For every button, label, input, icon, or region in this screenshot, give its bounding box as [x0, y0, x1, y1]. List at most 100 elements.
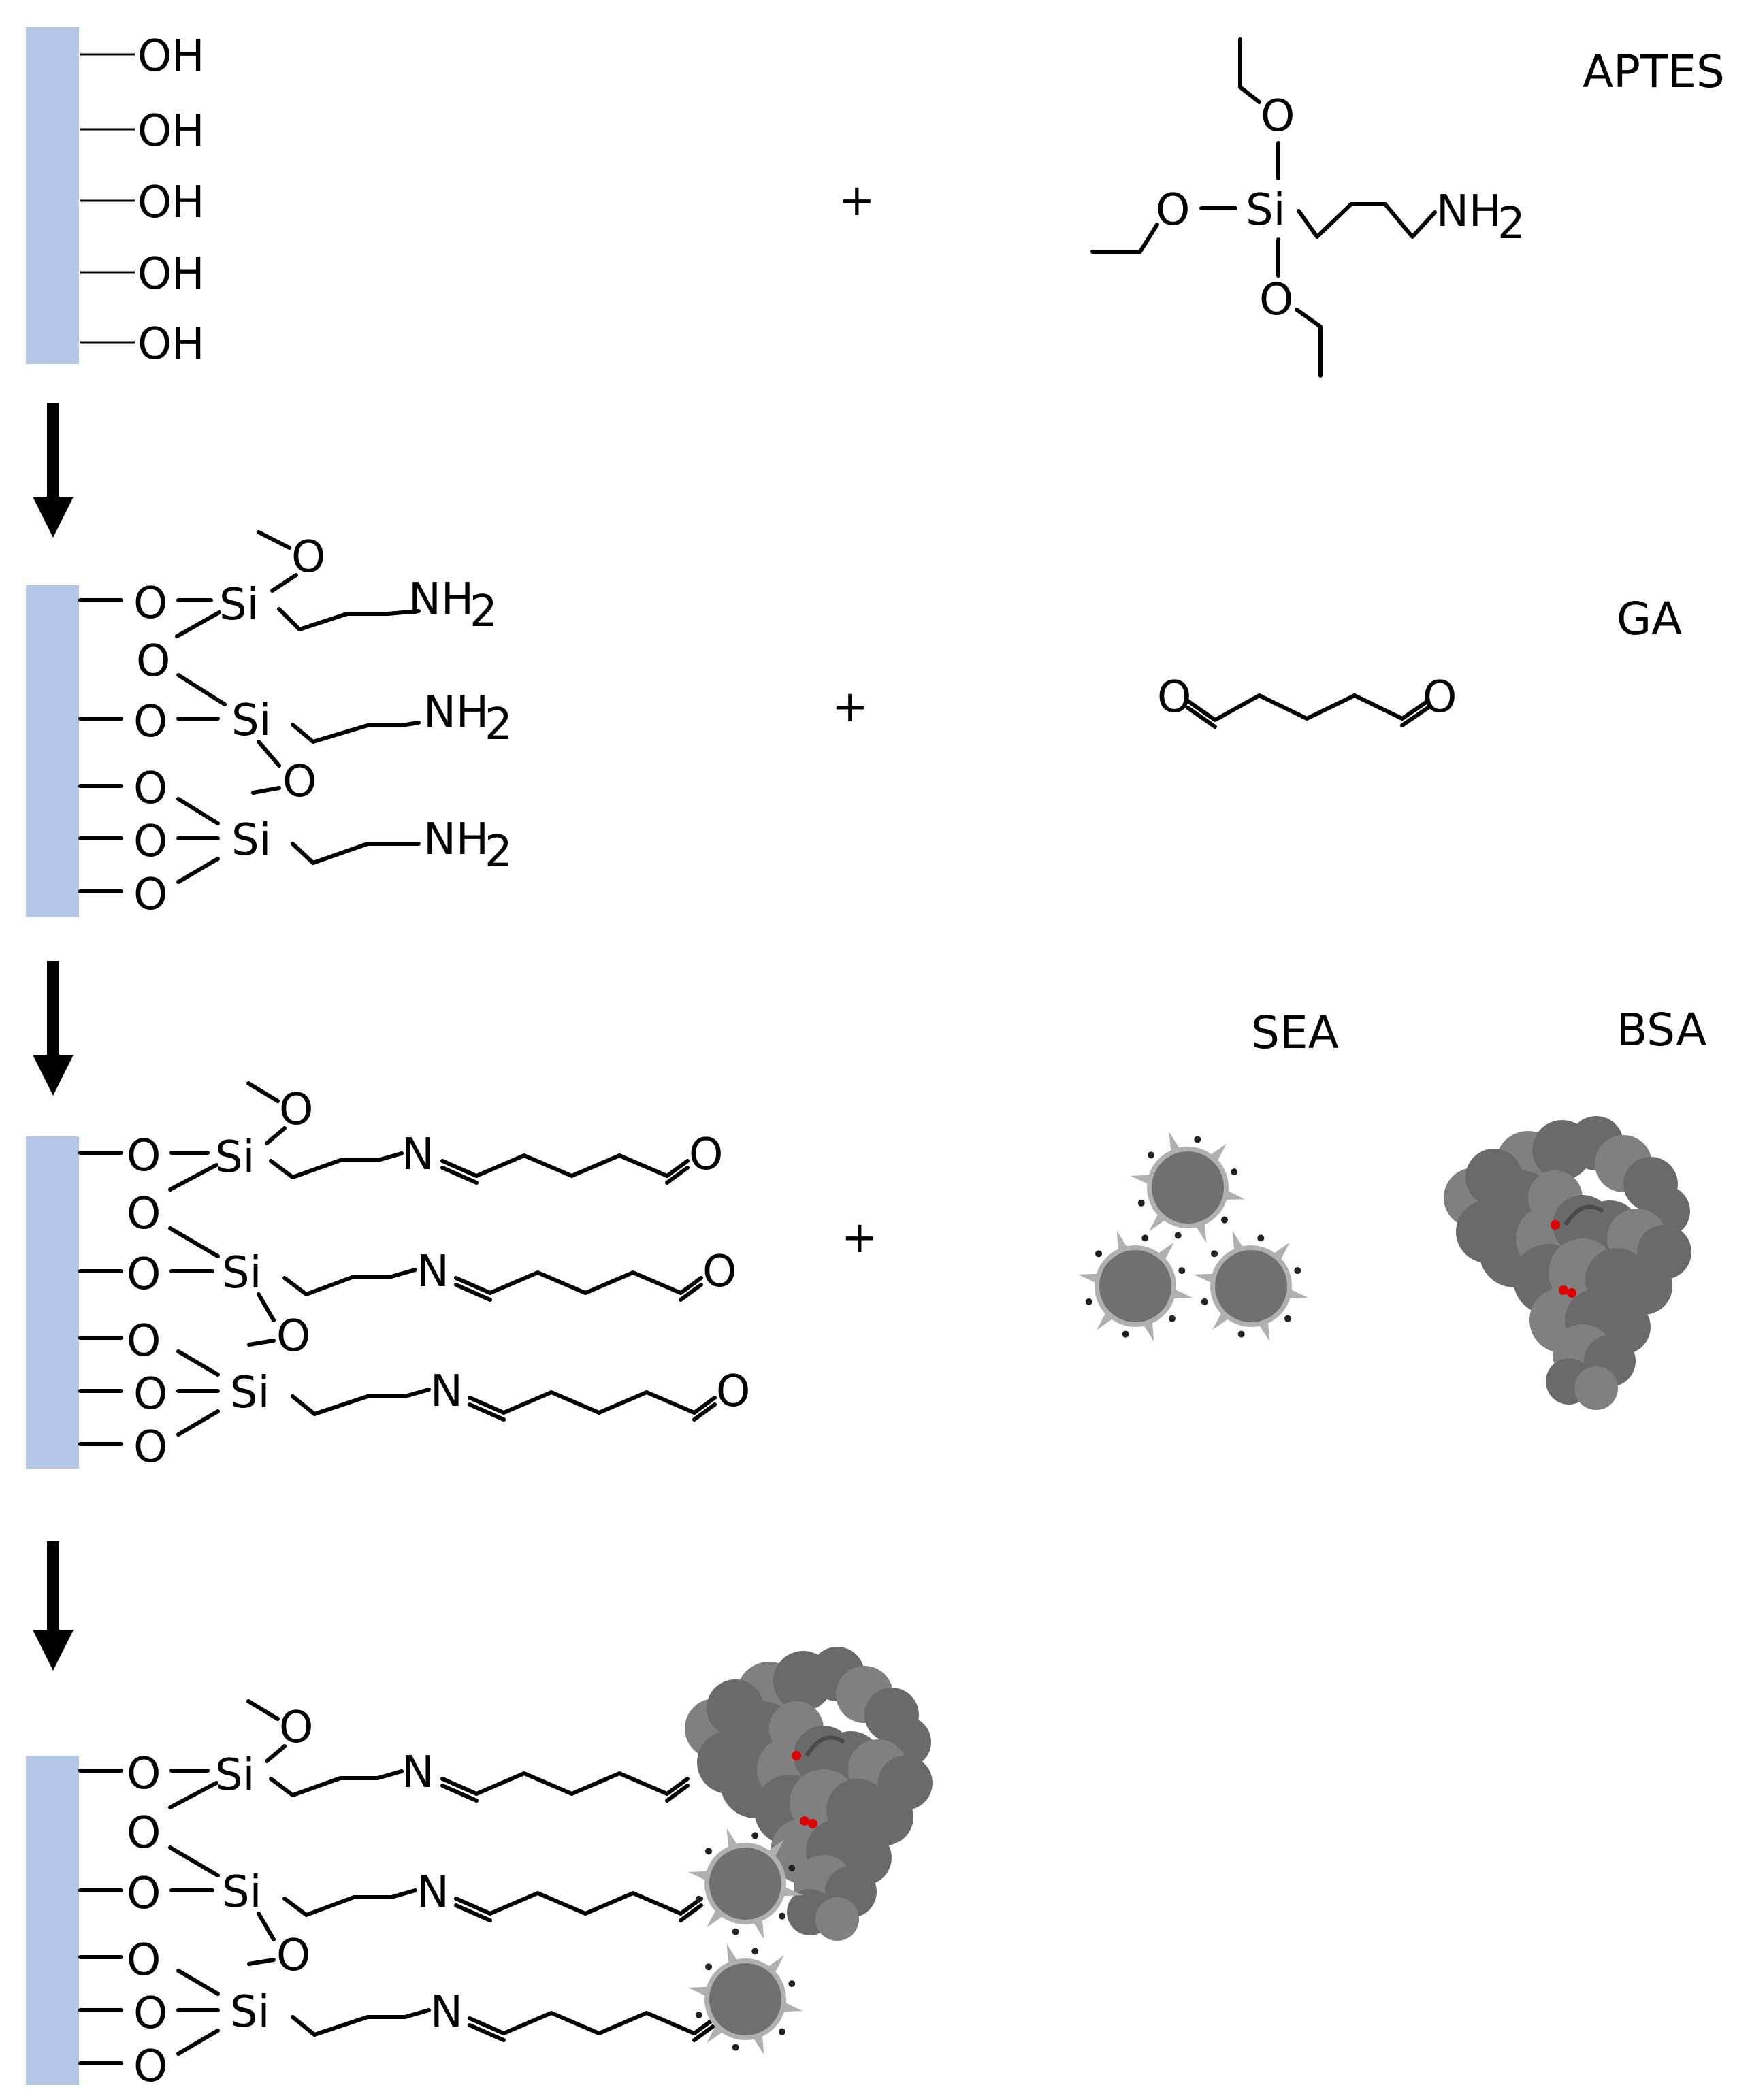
ga-label: GA	[1617, 593, 1682, 645]
oxygen-label: O	[127, 1749, 161, 1799]
step-1: OH OH OH OH OH + O Si O NH 2 O APTES	[26, 27, 1725, 378]
step-2: O O O O O Si Si Si O O O	[26, 530, 1682, 920]
amine-label: NH	[408, 574, 474, 625]
protein-domain	[856, 1788, 913, 1845]
step-4: O O O O O Si Si Si O O O N	[26, 1647, 933, 2092]
hydroxyl-label: OH	[137, 249, 205, 299]
oxygen-label: O	[133, 817, 167, 867]
oxygen-label: O	[1423, 672, 1457, 723]
particle-core	[709, 1963, 781, 2035]
amine-subscript: 2	[485, 700, 513, 750]
nitrogen-label: N	[430, 1987, 463, 2037]
oxygen-label: O	[127, 1869, 161, 1919]
particle-spike	[687, 1871, 708, 1881]
silicon-label: Si	[215, 1132, 255, 1183]
amine-label: NH	[423, 815, 489, 865]
amine-subscript: 2	[470, 587, 498, 637]
sea-particle-immobilized	[687, 1943, 803, 2055]
oxygen-label: O	[133, 1422, 167, 1473]
hydroxyl-label: OH	[137, 319, 205, 370]
particle-spike	[1225, 1190, 1246, 1200]
particle-spike	[1169, 1132, 1180, 1152]
sea-particle	[1130, 1132, 1246, 1243]
particle-dot	[1257, 1234, 1265, 1242]
particle-dot	[778, 1912, 785, 1920]
silicon-label: Si	[219, 580, 259, 630]
oxygen-label: O	[276, 1311, 310, 1362]
particle-dot	[1231, 1168, 1238, 1176]
particle-dot	[778, 2028, 785, 2035]
bsa-protein-immobilized	[685, 1647, 933, 1941]
particle-dot	[732, 1928, 739, 1935]
particle-dot	[751, 1948, 759, 1955]
aldehyde-layer: O O O O O Si Si Si O O O N	[78, 1081, 750, 1473]
particle-spike	[1289, 1289, 1309, 1299]
silicon-label: Si	[222, 1248, 261, 1298]
particle-dot	[732, 2044, 739, 2051]
oxygen-label: O	[689, 1130, 723, 1180]
nitrogen-label: N	[402, 1748, 434, 1798]
reaction-arrow	[33, 1541, 74, 1671]
nitrogen-label: N	[417, 1867, 449, 1918]
oxygen-label: O	[716, 1366, 750, 1417]
particle-dot	[705, 1848, 713, 1855]
particle-spike	[1116, 1230, 1128, 1251]
particle-dot	[788, 1865, 796, 1872]
particle-dot	[1201, 1298, 1208, 1305]
particle-dot	[1168, 1315, 1176, 1322]
particle-dot	[1220, 1216, 1228, 1224]
particle-spike	[687, 1986, 708, 1997]
oxygen-label: O	[1261, 91, 1295, 142]
particle-spike	[1130, 1175, 1150, 1185]
nitrogen-label: N	[417, 1247, 449, 1297]
substrate	[26, 1756, 79, 2085]
silicon-label: Si	[231, 815, 271, 866]
particle-core	[1152, 1151, 1224, 1224]
protein-groove	[1563, 1204, 1604, 1226]
particle-core	[709, 1848, 781, 1920]
silicon-label: Si	[1246, 185, 1285, 235]
particle-dot	[1095, 1250, 1103, 1258]
particle-dot	[1148, 1151, 1155, 1159]
particle-dot	[705, 1963, 713, 1971]
nitrogen-label: N	[402, 1130, 434, 1180]
bsa-protein	[1444, 1116, 1691, 1410]
particle-dot	[1141, 1234, 1149, 1242]
hydroxyl-label: OH	[137, 31, 205, 82]
oxygen-label: O	[282, 757, 317, 807]
immobilized-layer: O O O O O Si Si Si O O O N	[78, 1699, 717, 2092]
particle-dot	[1178, 1267, 1186, 1275]
oxygen-label: O	[276, 1931, 310, 1981]
particle-spike	[753, 2035, 764, 2055]
particle-dot	[788, 1980, 796, 1988]
hydroxyl-groups: OH OH OH OH OH	[80, 31, 205, 370]
oxygen-label: O	[127, 1808, 161, 1858]
silicon-label: Si	[230, 1987, 270, 2037]
aptes-molecule: O Si O NH 2 O	[1090, 37, 1525, 378]
particle-dot	[1137, 1199, 1145, 1207]
oxygen-label: O	[1157, 672, 1191, 723]
active-site	[1551, 1220, 1560, 1230]
hydroxyl-label: OH	[137, 106, 205, 157]
particle-dot	[1194, 1136, 1201, 1143]
oxygen-label: O	[136, 636, 170, 687]
amine-subscript: 2	[1497, 199, 1525, 249]
step-3: O O O O O Si Si Si O O O N	[26, 1004, 1706, 1473]
sea-particle-immobilized	[687, 1828, 803, 1939]
particle-spike	[726, 1943, 738, 1964]
plus-sign: +	[839, 176, 875, 226]
protein-domain	[815, 1897, 859, 1941]
particle-dot	[1174, 1232, 1182, 1239]
oxygen-label: O	[1259, 275, 1293, 325]
substrate	[26, 27, 79, 364]
particle-dot	[1211, 1250, 1218, 1258]
active-site	[792, 1751, 801, 1760]
oxygen-label: O	[133, 2041, 167, 2092]
oxygen-label: O	[133, 870, 167, 920]
substrate	[26, 1136, 79, 1469]
oxygen-label: O	[133, 1369, 167, 1420]
oxygen-label: O	[127, 1249, 161, 1300]
aminosilane-layer: O O O O O Si Si Si O O O	[78, 530, 513, 920]
particle-spike	[783, 1886, 803, 1897]
